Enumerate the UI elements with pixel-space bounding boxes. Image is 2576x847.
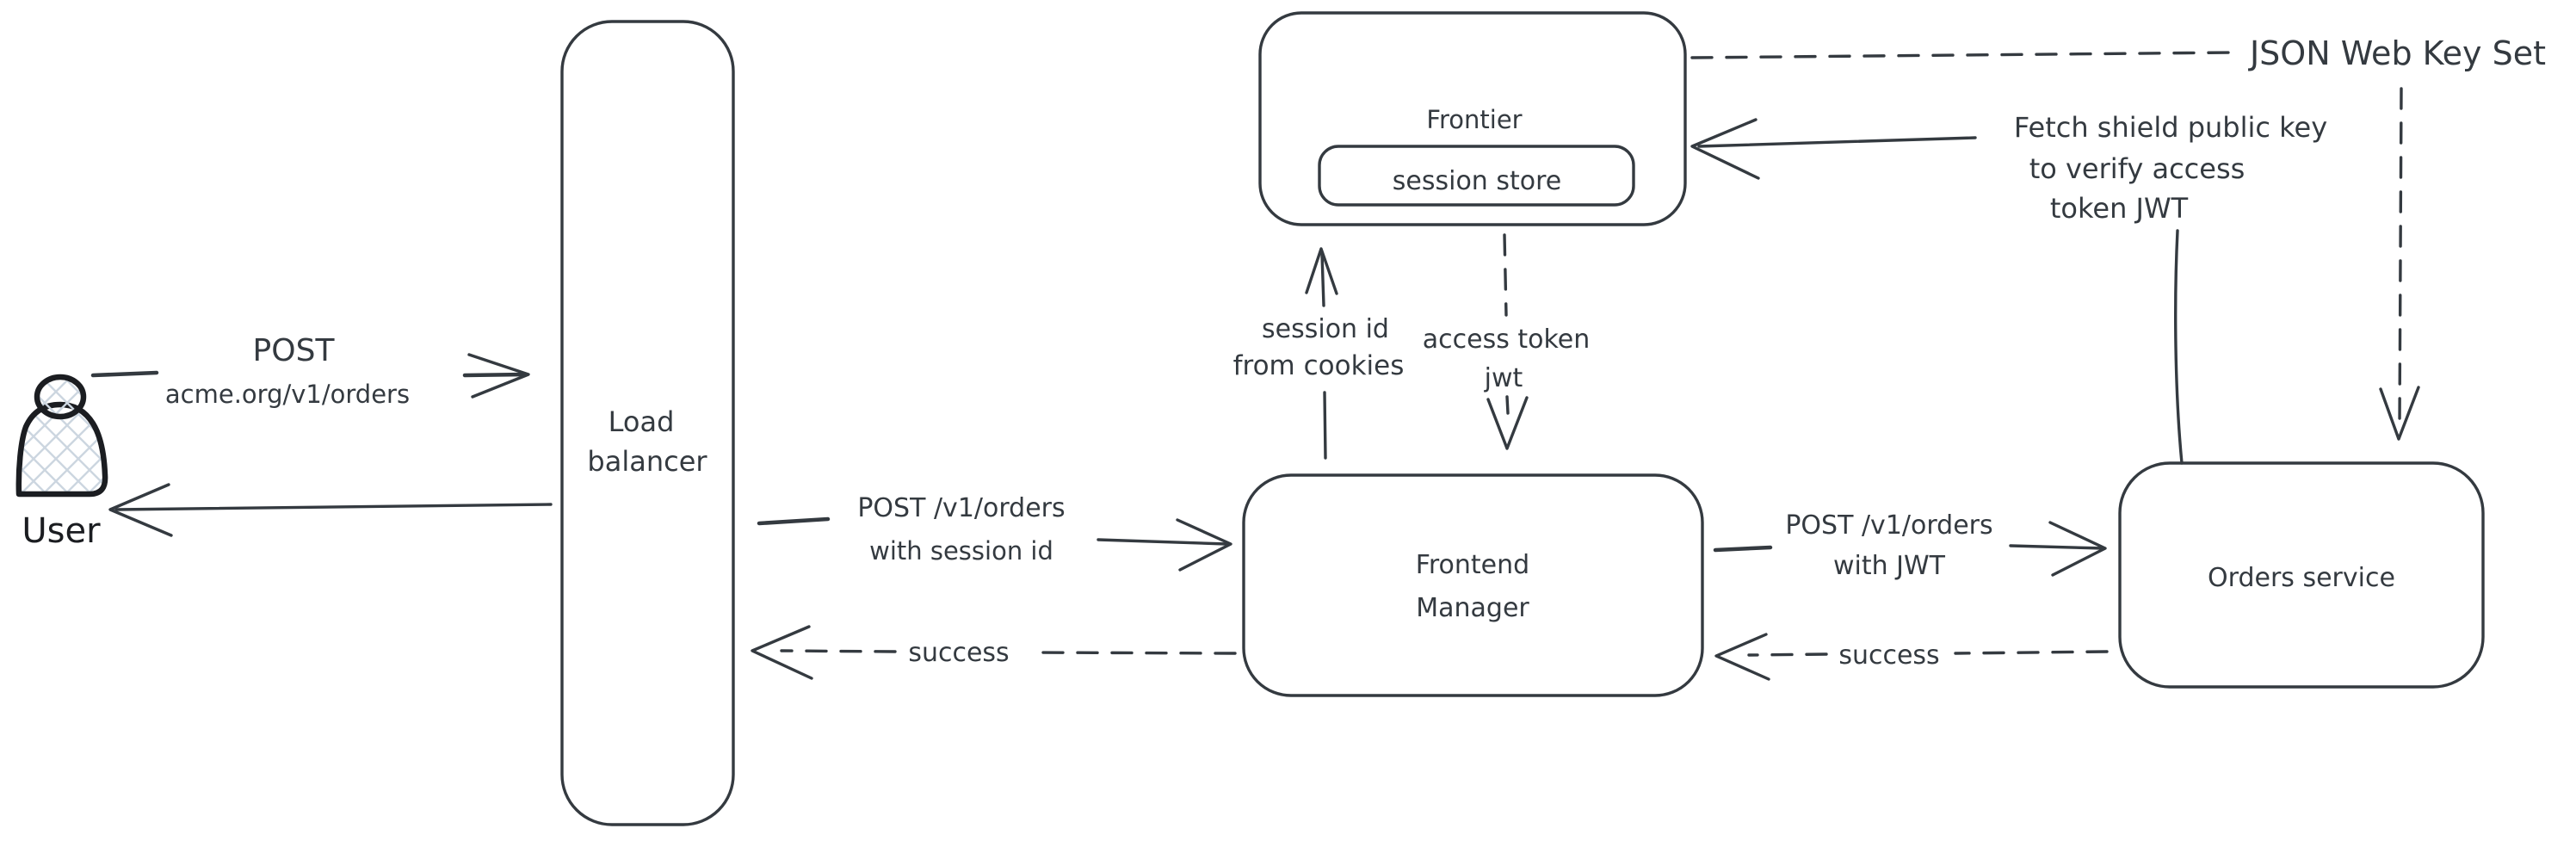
jwks-link: JSON Web Key Set [1690,34,2546,441]
lb-to-fm-arrowhead-icon [1176,518,1232,572]
fm-to-orders-arrow-tail [1713,545,1773,553]
access-token-dash-bottom [1505,395,1510,415]
fm-to-orders-arrow: POST /v1/orders with JWT [1713,510,2107,581]
orders-service-label: Orders service [2208,563,2395,593]
session-id-arrow: session id from cookies [1233,247,1405,460]
fetch-key-label-line3: token JWT [2050,192,2189,225]
user-response-arrow-line [114,503,553,511]
frontend-manager-label-line2: Manager [1416,593,1529,623]
lb-to-fm-arrow-tail [757,516,831,526]
fetch-key-curve [2174,229,2184,465]
user-label: User [22,511,101,551]
fm-to-orders-arrow-line [2009,544,2105,550]
fm-to-lb-success-label: success [908,638,1009,668]
jwks-label: JSON Web Key Set [2248,34,2546,72]
lb-to-fm-arrow-line [1096,538,1228,546]
user-response-arrow [108,483,553,537]
orders-to-fm-success-label: success [1838,640,1939,671]
user-request-arrowhead-icon [467,353,530,399]
session-store-label: session store [1393,166,1561,196]
user-request-arrow-tail [90,370,159,378]
user-request-arrow-line [462,372,528,378]
jwks-arrowhead-icon [2379,386,2420,441]
orders-service-box [2118,461,2485,689]
fm-to-lb-arrowhead-icon [751,625,813,680]
user-request-label-line1: POST [253,333,336,368]
user-head-icon [34,374,87,420]
session-id-label-line1: session id [1262,314,1389,344]
user-response-arrowhead-icon [108,483,173,537]
orders-to-fm-dash-right [1954,650,2109,655]
load-balancer-label-line2: balancer [587,445,707,478]
session-store-box [1318,145,1635,207]
user-request-arrow: POST acme.org/v1/orders [90,333,530,409]
jwks-horizontal-dash [1690,51,2233,59]
orders-to-fm-arrowhead-icon [1714,633,1770,681]
fm-to-orders-label-line2: with JWT [1833,551,1946,581]
access-token-label-line2: jwt [1484,363,1523,393]
fetch-key-arrowhead-icon [1690,118,1760,180]
load-balancer-node: Load balancer [560,20,735,826]
lb-to-fm-label-line2: with session id [869,536,1053,566]
load-balancer-box [560,20,735,826]
frontend-manager-box [1242,473,1704,697]
fm-to-orders-arrowhead-icon [2048,521,2107,577]
jwks-vertical-dash [2398,87,2403,428]
access-token-arrow: access token jwt [1423,233,1591,450]
lb-to-fm-arrow: POST /v1/orders with session id [757,493,1232,572]
fetch-key-arrow: Fetch shield public key to verify access… [1690,111,2327,465]
frontier-node: Frontier session store [1258,11,1687,226]
load-balancer-label-line1: Load [608,405,675,438]
access-token-dash-top [1503,233,1508,317]
user-node: User [15,374,108,551]
user-request-label-line2: acme.org/v1/orders [165,380,410,409]
fetch-key-label-line2: to verify access [2029,152,2246,185]
orders-to-fm-success-arrow: success [1714,633,2109,681]
fm-to-lb-dash-right [1033,651,1237,655]
orders-to-fm-dash-left [1747,652,1828,657]
lb-to-fm-label-line1: POST /v1/orders [857,493,1065,523]
frontend-manager-node: Frontend Manager [1242,473,1704,697]
session-id-arrowhead-icon [1305,247,1338,295]
frontier-label: Frontier [1426,105,1522,134]
access-token-arrowhead-icon [1486,396,1529,450]
orders-service-node: Orders service [2118,461,2485,689]
fetch-key-label-line1: Fetch shield public key [2014,111,2327,144]
access-token-label-line1: access token [1423,325,1591,355]
session-id-arrow-shaft-top [1320,252,1325,307]
session-id-label-line2: from cookies [1233,350,1405,381]
fm-to-orders-label-line1: POST /v1/orders [1785,510,1992,541]
fetch-key-arrow-line [1697,136,1977,148]
frontend-manager-label-line1: Frontend [1416,550,1529,580]
fm-to-lb-success-arrow: success [751,625,1237,680]
fm-to-lb-dash-left [780,649,897,653]
